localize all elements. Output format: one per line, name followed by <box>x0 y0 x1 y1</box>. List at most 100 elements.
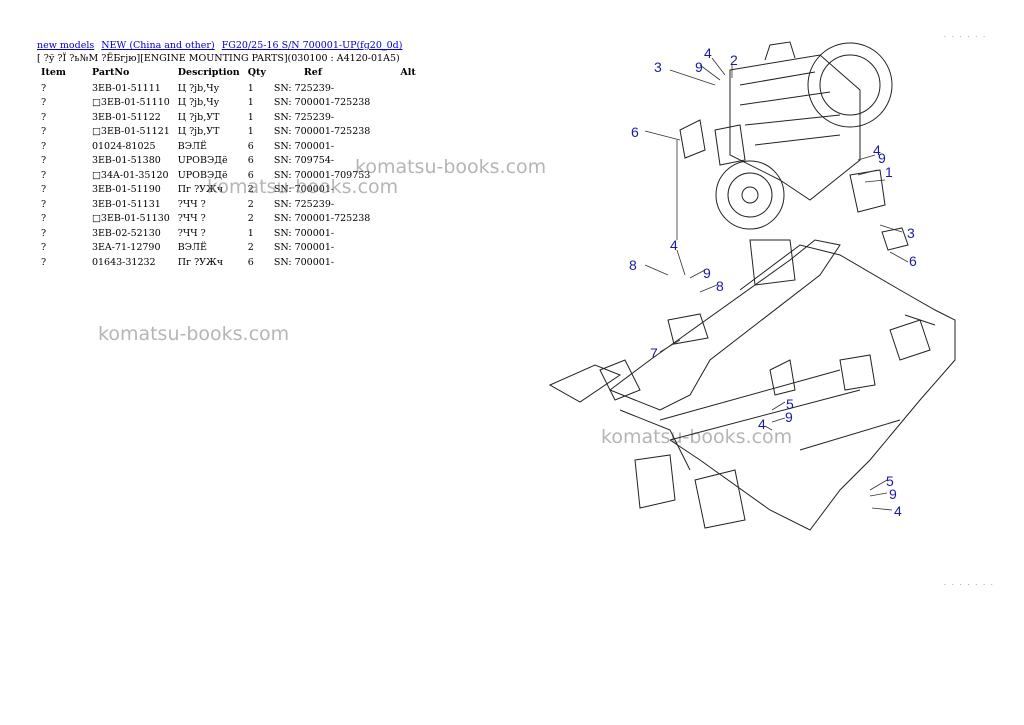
row-ref: SN: 700001-725238 <box>273 126 371 138</box>
breadcrumb-link-model[interactable]: FG20/25-16 S/N 700001-UP(fg20_0d) <box>221 40 403 51</box>
row-qty: 2 <box>247 242 254 254</box>
row-qty: 1 <box>247 97 254 109</box>
callout-7: 7 <box>650 345 658 361</box>
row-alt <box>374 125 419 140</box>
callout-9: 9 <box>703 265 711 281</box>
row-qty: 1 <box>247 111 254 123</box>
row-item: ? <box>41 140 47 152</box>
engine-illustration <box>679 41 893 230</box>
table-row: ? 01643-31232 Пг ?УЖч 6 SN: 700001- <box>37 255 420 270</box>
row-partno: 3EB-01-51111 <box>91 82 161 94</box>
page-subtitle: [ ?ў ?Ї ?ь№М ?ЁБгјю][ENGINE MOUNTING PAR… <box>37 53 400 64</box>
row-partno: 3EB-01-51131 <box>91 198 161 210</box>
row-description: Ц ?јb,УТ <box>177 126 220 138</box>
row-item: ? <box>41 82 47 94</box>
table-row: ? 3EB-01-51131 ?ЧЧ ? 2 SN: 725239- <box>37 197 420 212</box>
row-partno: 3EA-71-12790 <box>91 242 161 254</box>
row-partno: 3EB-01-51380 <box>91 155 161 167</box>
row-qty: 6 <box>247 169 254 181</box>
row-qty: 6 <box>247 256 254 268</box>
row-ref: SN: 700001-709753 <box>273 169 371 181</box>
row-partno: □3EB-01-51110 <box>91 97 170 109</box>
row-ref: SN: 725239- <box>273 198 335 210</box>
row-qty: 1 <box>247 126 254 138</box>
row-item: ? <box>41 184 47 196</box>
watermark: komatsu-books.com <box>601 426 793 448</box>
row-qty: 2 <box>247 184 254 196</box>
callout-9: 9 <box>878 150 886 166</box>
row-ref: SN: 725239- <box>273 111 335 123</box>
breadcrumb-link-new-models[interactable]: new models <box>37 40 95 51</box>
row-ref: SN: 700001- <box>273 256 335 268</box>
row-item: ? <box>41 227 47 239</box>
row-ref: SN: 700001-725238 <box>273 97 371 109</box>
row-item: ? <box>41 256 47 268</box>
row-item: ? <box>41 97 47 109</box>
col-alt: Alt <box>400 67 416 78</box>
row-alt <box>374 96 419 111</box>
col-qty: Qty <box>247 67 266 78</box>
breadcrumb-link-region[interactable]: NEW (China and other) <box>101 40 215 51</box>
breadcrumb: new models NEW (China and other) FG20/25… <box>37 40 406 51</box>
row-item: ? <box>41 242 47 254</box>
page-marker-bottom: · · · · · · · <box>944 582 995 589</box>
row-qty: 6 <box>247 155 254 167</box>
engine-mounting-diagram: 3 9 4 2 6 4 9 1 3 6 4 8 9 8 7 5 9 4 5 9 … <box>548 41 956 531</box>
callout-9: 9 <box>785 409 793 425</box>
col-ref: Ref <box>303 67 322 78</box>
row-alt <box>374 241 419 256</box>
row-partno: □34A-01-35120 <box>91 169 169 181</box>
row-description: ?ЧЧ ? <box>177 198 206 210</box>
callout-5: 5 <box>786 396 794 412</box>
row-description: ВЭЛЁ <box>177 140 207 152</box>
row-description: Ц ?јb,Чу <box>177 82 220 94</box>
row-item: ? <box>41 198 47 210</box>
callout-1: 1 <box>885 164 893 180</box>
row-description: UРОВЭДё <box>177 169 228 181</box>
row-qty: 6 <box>247 140 254 152</box>
callout-4: 4 <box>670 237 678 253</box>
row-description: Ц ?јb,УТ <box>177 111 220 123</box>
row-alt <box>374 255 419 270</box>
row-alt <box>374 81 419 96</box>
row-item: ? <box>41 111 47 123</box>
row-ref: SN: 725239- <box>273 82 335 94</box>
row-description: ?ЧЧ ? <box>177 213 206 225</box>
callout-3: 3 <box>907 225 915 241</box>
row-description: UРОВЭДё <box>177 155 228 167</box>
row-qty: 2 <box>247 213 254 225</box>
callout-8: 8 <box>629 257 637 273</box>
callout-9: 9 <box>695 59 703 75</box>
row-item: ? <box>41 213 47 225</box>
row-partno: 3EB-01-51190 <box>91 184 161 196</box>
row-alt <box>374 110 419 125</box>
row-partno: 01643-31232 <box>91 256 156 268</box>
watermark: komatsu-books.com <box>207 176 399 198</box>
row-description: Ц ?јb,Чу <box>177 97 220 109</box>
col-partno: PartNo <box>91 67 130 78</box>
row-item: ? <box>41 126 47 138</box>
row-description: ВЭЛЁ <box>177 242 207 254</box>
row-ref: SN: 709754- <box>273 155 335 167</box>
col-item: Item <box>41 67 66 78</box>
frame-illustration <box>548 239 956 531</box>
row-qty: 1 <box>247 82 254 94</box>
callout-5: 5 <box>886 473 894 489</box>
row-alt <box>374 139 419 154</box>
callout-4: 4 <box>704 45 712 61</box>
row-partno: □3EB-01-51130 <box>91 213 170 225</box>
callout-4: 4 <box>894 503 902 519</box>
row-qty: 2 <box>247 198 254 210</box>
row-alt <box>374 197 419 212</box>
row-description: Пг ?УЖч <box>177 256 223 268</box>
row-alt <box>374 212 419 227</box>
row-ref: SN: 700001- <box>273 184 335 196</box>
